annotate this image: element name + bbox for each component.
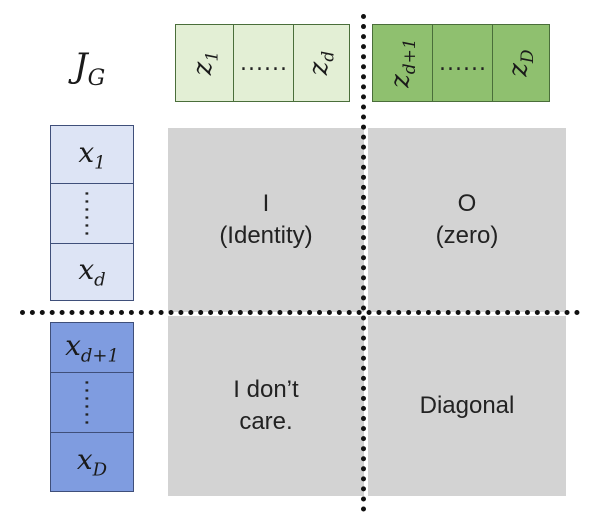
x-cell-d-plus-1: xd+1 bbox=[50, 322, 134, 374]
z-cell-D: zD bbox=[492, 24, 550, 102]
horizontal-divider bbox=[20, 310, 580, 315]
z-cell-dots-right: ...... bbox=[432, 24, 494, 102]
z-cell-d: zd bbox=[293, 24, 350, 102]
jacobian-title: JG bbox=[74, 46, 106, 91]
vertical-divider bbox=[361, 14, 366, 512]
quadrant-identity: I(Identity) bbox=[168, 128, 364, 312]
z-cell-dots-left: ...... bbox=[233, 24, 295, 102]
x-cell-1: x1 bbox=[50, 125, 134, 185]
z-cell-1: z1 bbox=[175, 24, 235, 102]
x-cell-dots-top: ...... bbox=[50, 183, 134, 245]
x-cell-D: xD bbox=[50, 432, 134, 492]
x-cell-dots-bottom: ...... bbox=[50, 372, 134, 434]
quadrant-diagonal: Diagonal bbox=[368, 316, 566, 496]
quadrant-zero: O(zero) bbox=[368, 128, 566, 312]
z-cell-d-plus-1: zd+1 bbox=[372, 24, 434, 102]
x-cell-d: xd bbox=[50, 243, 134, 301]
